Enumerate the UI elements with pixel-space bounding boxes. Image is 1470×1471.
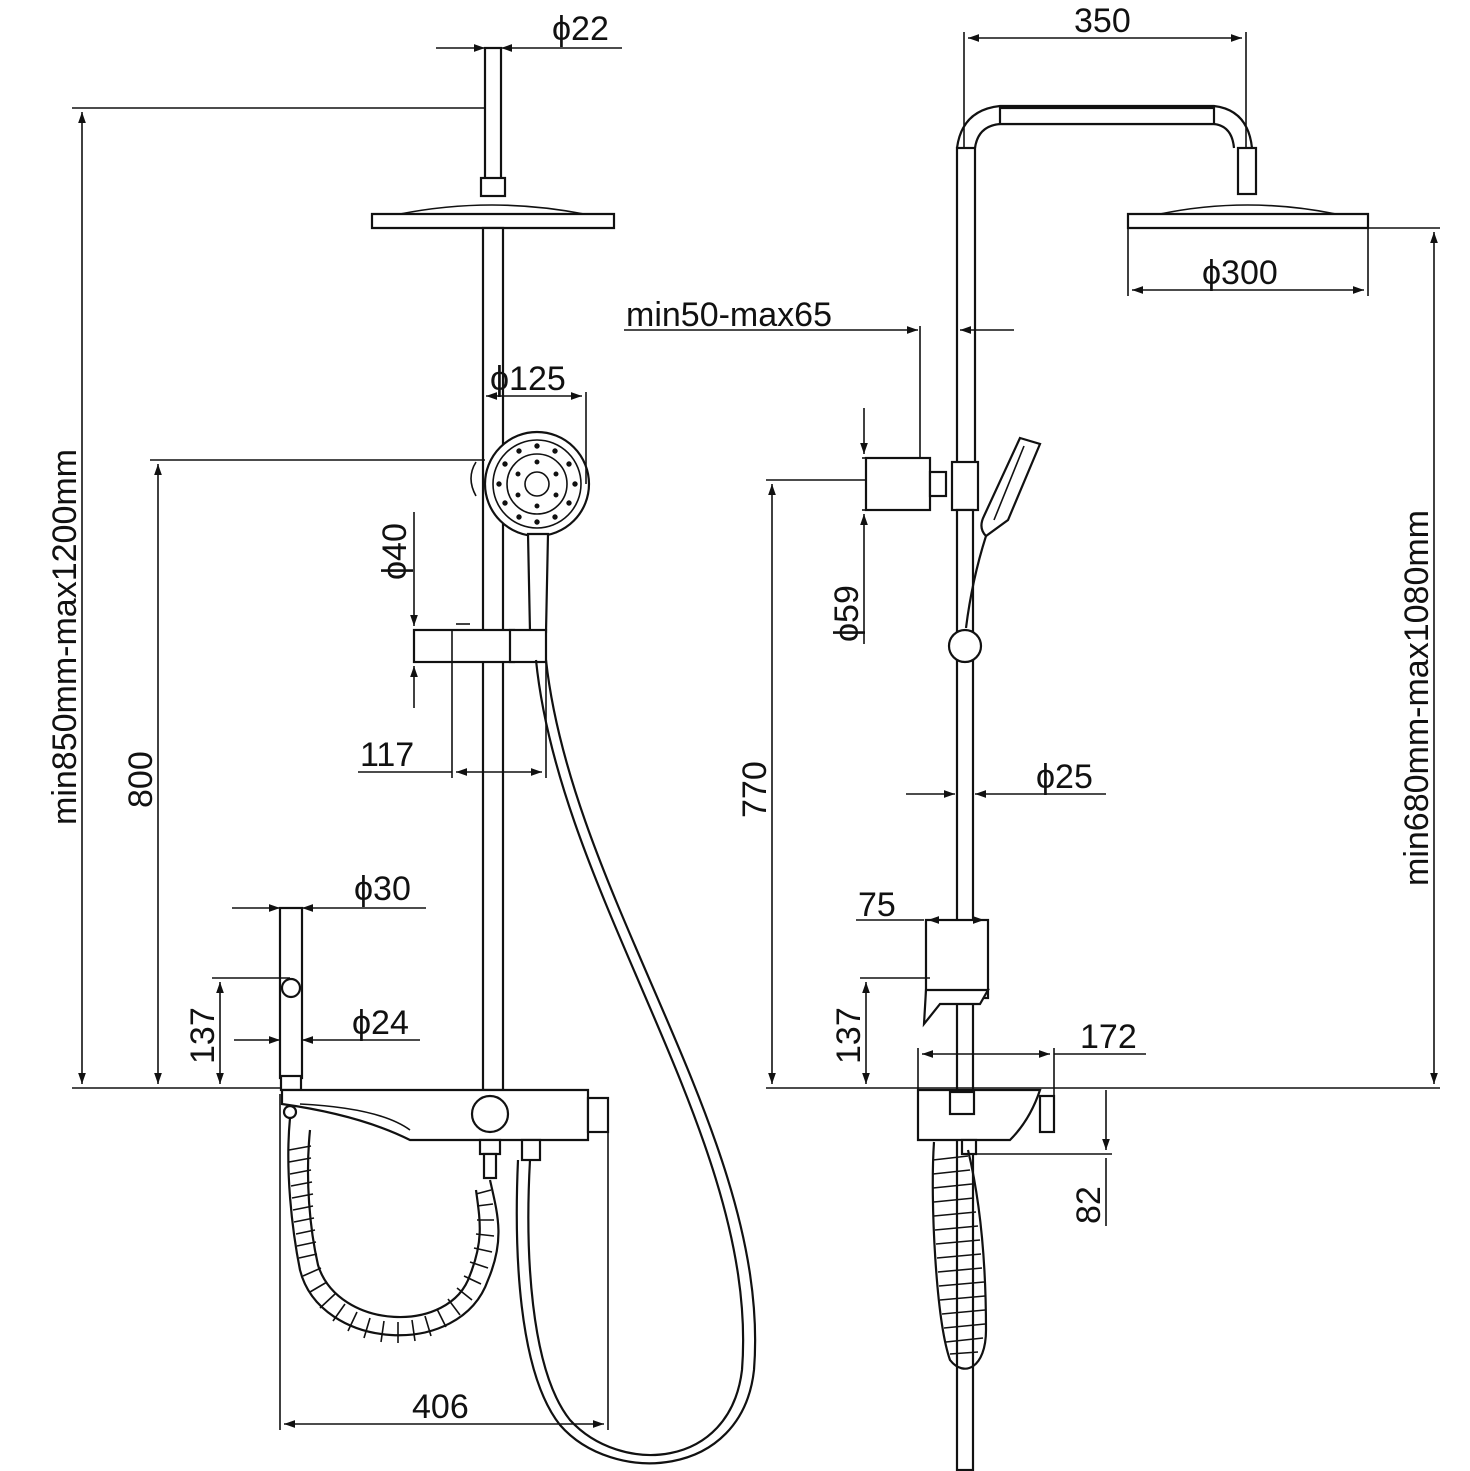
label-side-bracket-height: 770: [736, 761, 774, 818]
front-spout: [278, 906, 304, 1092]
label-side-bracket-diameter: ϕ59: [828, 585, 866, 642]
dim-front-holder-projection: 117: [358, 630, 547, 778]
dim-side-overall-height: min680mm-max1080mm: [1368, 227, 1440, 1084]
side-mixer-body: [916, 1088, 1056, 1156]
label-front-holder-height: 800: [122, 751, 160, 808]
dim-front-spout-outlet: ϕ24: [234, 1004, 420, 1044]
dim-side-holder-width: 75: [856, 886, 984, 924]
side-coiled-hose: [931, 1141, 988, 1370]
label-side-mixer-depth: 172: [1080, 1018, 1137, 1056]
label-side-arm-length: 350: [1074, 2, 1131, 40]
dim-front-mixer-width: 406: [279, 1094, 609, 1430]
front-ceiling-arm: [479, 46, 507, 198]
label-side-mixer-height: 82: [1070, 1186, 1108, 1224]
side-wall-bracket: [864, 456, 980, 512]
dim-front-spout-diameter: ϕ30: [232, 870, 426, 912]
label-front-overall-height: min850mm-max1200mm: [46, 449, 84, 825]
front-holder: [412, 623, 548, 664]
label-side-riser-diameter: ϕ25: [1036, 758, 1093, 796]
nozzle-pattern: [496, 443, 578, 525]
front-rain-head: [370, 204, 616, 230]
label-front-handshower-diameter: ϕ125: [490, 360, 566, 398]
front-mixer-body: [280, 1088, 610, 1180]
label-side-overall-height: min680mm-max1080mm: [1398, 510, 1436, 886]
label-side-holder-width: 75: [858, 886, 896, 924]
dim-front-overall-height: min850mm-max1200mm: [46, 107, 485, 1089]
dim-front-arm-diameter: ϕ22: [436, 10, 622, 52]
dim-side-wall-distance: min50-max65: [624, 296, 1014, 458]
label-front-spout-height: 137: [184, 1007, 222, 1064]
label-side-head-diameter: ϕ300: [1202, 254, 1278, 292]
label-front-spout-diameter: ϕ30: [354, 870, 411, 908]
label-front-mixer-width: 406: [412, 1388, 469, 1426]
label-side-holder-height: 137: [830, 1007, 868, 1064]
dim-side-riser-diameter: ϕ25: [906, 758, 1106, 798]
front-hand-shower: [470, 430, 591, 634]
dim-front-holder-height: 800: [122, 459, 485, 1084]
label-front-holder-projection: 117: [360, 736, 414, 774]
side-view: 350 ϕ300 min50-max65 ϕ59 770: [624, 2, 1440, 1471]
side-slider-knob: [947, 628, 983, 664]
dim-front-spout-height: 137: [184, 977, 290, 1084]
dim-side-arm-length: 350: [963, 2, 1247, 148]
side-hand-shower: [964, 436, 1042, 629]
side-riser-and-arm: [955, 104, 1258, 470]
label-side-wall-distance: min50-max65: [626, 296, 832, 334]
dim-side-head-diameter: ϕ300: [1127, 228, 1369, 296]
front-hose: [527, 659, 745, 1457]
front-coiled-hose: [287, 1117, 500, 1343]
label-front-holder-diameter: ϕ40: [376, 523, 414, 580]
dim-side-holder-height: 137: [830, 977, 930, 1084]
dim-side-mixer-depth: 172: [917, 1018, 1146, 1096]
dim-side-bracket-diameter: ϕ59: [828, 408, 872, 644]
side-rain-head: [1126, 204, 1370, 230]
side-holder: [922, 918, 990, 1028]
dim-side-bracket-height: 770: [736, 479, 866, 1084]
dim-front-holder-diameter: ϕ40: [376, 512, 418, 708]
dim-front-handshower-diameter: ϕ125: [486, 360, 587, 484]
front-view: ϕ22 min850mm-max1200mm ϕ125 800 ϕ40: [46, 10, 757, 1465]
label-front-spout-outlet: ϕ24: [352, 1004, 409, 1042]
dim-side-mixer-height: 82: [968, 1090, 1112, 1226]
label-front-arm-diameter: ϕ22: [552, 10, 609, 48]
